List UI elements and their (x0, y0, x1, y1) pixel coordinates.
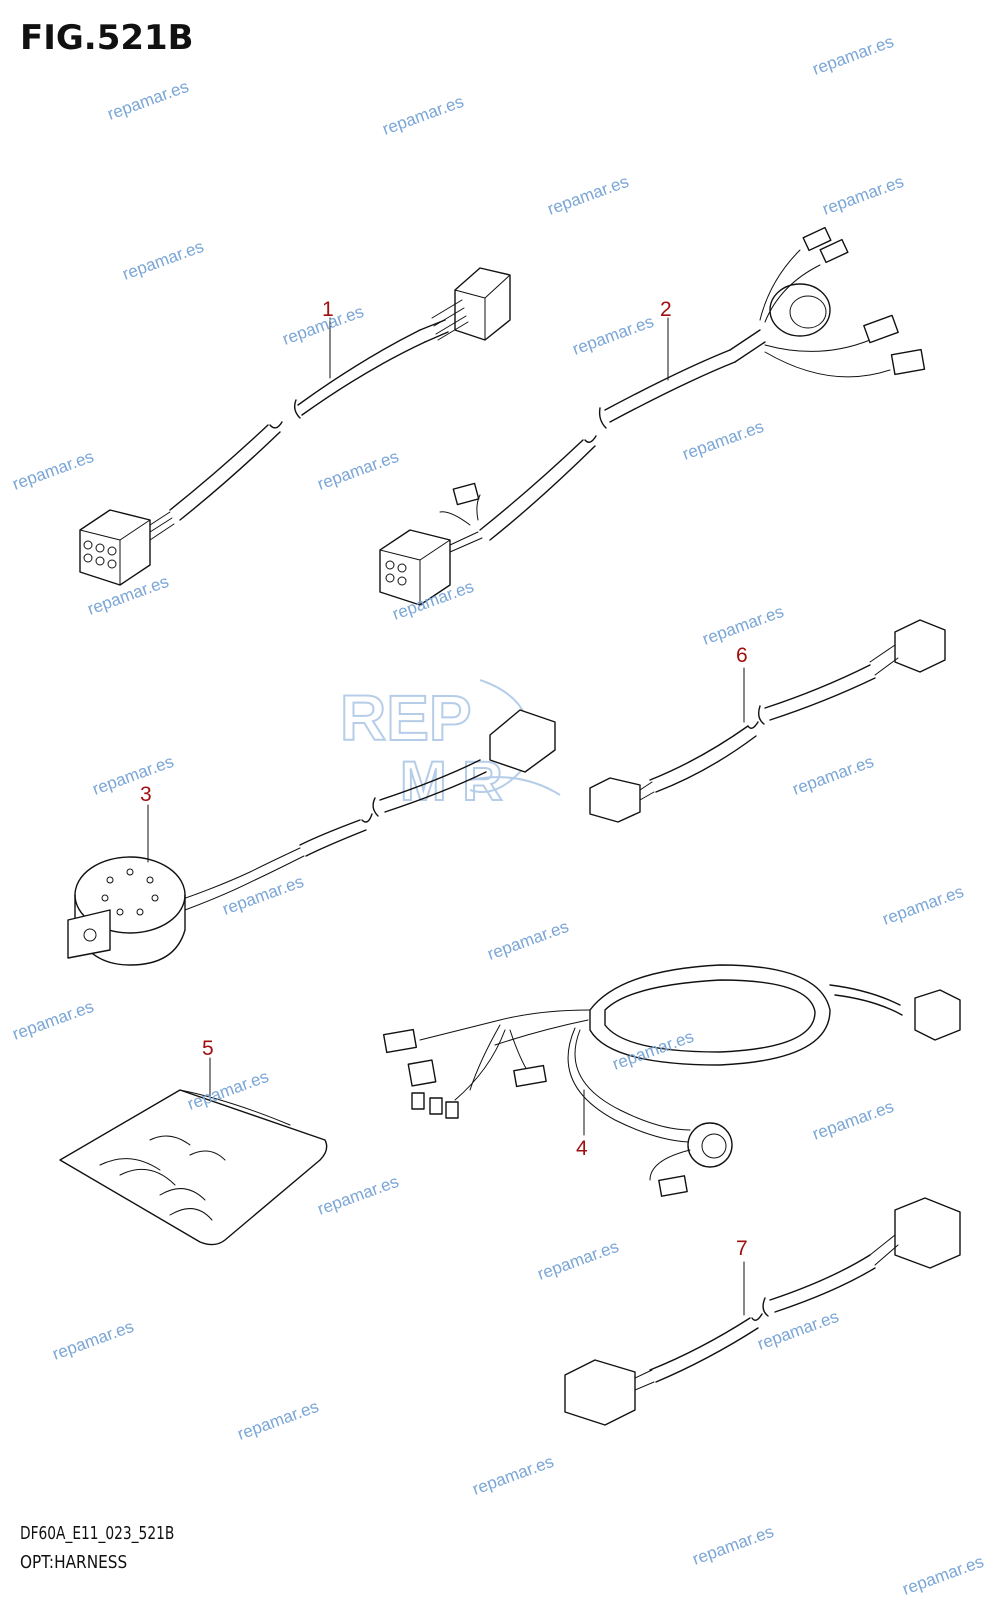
watermark-text: repamar.es (105, 77, 191, 124)
watermark-text: repamar.es (810, 1097, 896, 1144)
part-1-harness (79, 267, 511, 586)
watermark-text: repamar.es (90, 752, 176, 799)
part-4-harness (382, 964, 961, 1197)
watermark-text: repamar.es (755, 1307, 841, 1354)
watermark-text: repamar.es (120, 237, 206, 284)
part-number-4: 4 (576, 1137, 588, 1160)
watermark-text: repamar.es (220, 872, 306, 919)
part-2-harness (379, 226, 926, 606)
watermark-text: repamar.es (315, 447, 401, 494)
watermark-text: repamar.es (380, 92, 466, 139)
part-number-5: 5 (202, 1037, 214, 1060)
part-number-1: 1 (322, 298, 334, 321)
watermark-layer: repamar.es repamar.es repamar.es repamar… (10, 32, 986, 1599)
watermark-text: repamar.es (50, 1317, 136, 1364)
watermark-logo: REP M R (339, 679, 561, 813)
watermark-text: repamar.es (545, 172, 631, 219)
part-number-2: 2 (660, 298, 672, 321)
watermark-text: repamar.es (10, 997, 96, 1044)
watermark-text: repamar.es (315, 1172, 401, 1219)
watermark-text: repamar.es (680, 417, 766, 464)
figure-code: DF60A_E11_023_521B (20, 1523, 175, 1544)
watermark-text: repamar.es (790, 752, 876, 799)
watermark-text: repamar.es (485, 917, 571, 964)
watermark-text: repamar.es (810, 32, 896, 79)
watermark-text: repamar.es (820, 172, 906, 219)
watermark-text: repamar.es (700, 602, 786, 649)
svg-text:M R: M R (400, 749, 503, 812)
figure-title: FIG.521B (20, 18, 194, 58)
watermark-text: repamar.es (880, 882, 966, 929)
part-number-7: 7 (736, 1237, 748, 1260)
part-number-3: 3 (140, 783, 152, 806)
watermark-text: repamar.es (900, 1552, 986, 1599)
watermark-text: repamar.es (535, 1237, 621, 1284)
svg-text:REP: REP (340, 682, 472, 754)
watermark-text: repamar.es (690, 1522, 776, 1569)
watermark-text: repamar.es (10, 447, 96, 494)
part-6-harness (589, 619, 946, 823)
watermark-text: repamar.es (470, 1452, 556, 1499)
part-3-buzzer (67, 709, 556, 966)
watermark-text: repamar.es (235, 1397, 321, 1444)
figure-subtitle: OPT:HARNESS (20, 1552, 128, 1573)
watermark-text: repamar.es (570, 312, 656, 359)
part-5-bag (59, 1057, 328, 1246)
part-7-harness (564, 1197, 961, 1426)
part-number-6: 6 (736, 644, 748, 667)
